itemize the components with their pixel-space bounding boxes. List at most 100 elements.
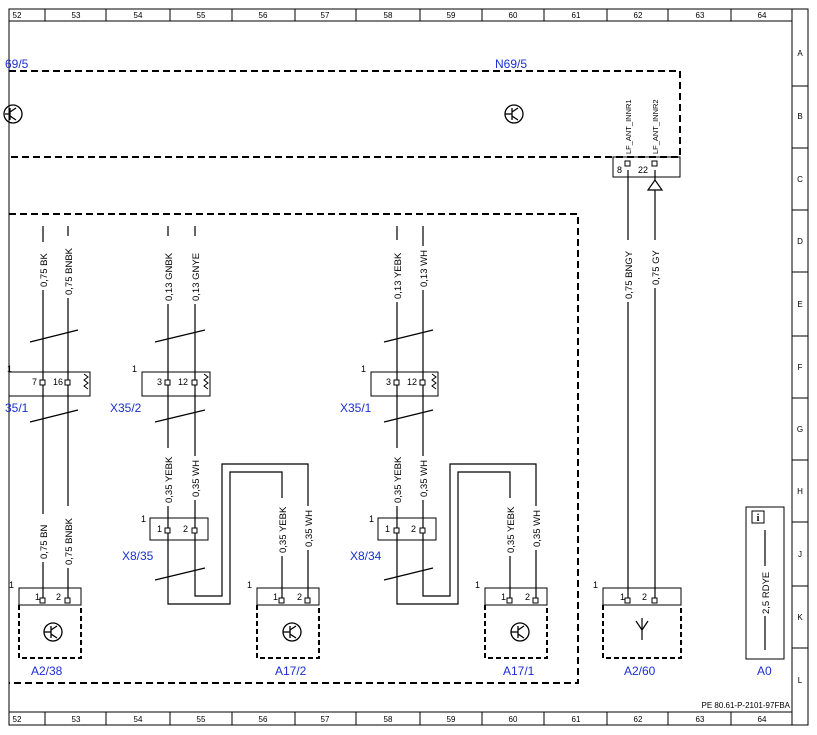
- pin-2: 2: [56, 592, 61, 602]
- col-label: 54: [134, 715, 143, 724]
- a17-1-label: A17/1: [503, 664, 535, 678]
- pin-1: 1: [620, 592, 625, 602]
- wire-label: 0,75 BN: [39, 525, 50, 559]
- pin-22: 22: [638, 165, 648, 175]
- pin-1: 1: [385, 524, 390, 534]
- pin-16: 16: [53, 377, 63, 387]
- pin-3: 3: [157, 377, 162, 387]
- a17-2-label: A17/2: [275, 664, 307, 678]
- row-label: G: [797, 425, 803, 434]
- antenna-icon: [635, 618, 649, 640]
- resistor-icons: [83, 373, 437, 390]
- pin-2: 2: [525, 592, 530, 602]
- col-label: 62: [634, 11, 643, 20]
- col-label: 58: [384, 11, 393, 20]
- col-label: 52: [13, 715, 22, 724]
- pin-2: 2: [411, 524, 416, 534]
- col-label: 62: [634, 715, 643, 724]
- a2-38-label: A2/38: [31, 664, 63, 678]
- info-icon: [751, 510, 765, 524]
- x8-35-label: X8/35: [122, 549, 154, 563]
- wire-label-backgrounds: [38, 236, 660, 568]
- wire-label: 0,35 WH: [532, 510, 543, 547]
- wire-label: 0,75 BNBK: [64, 517, 75, 565]
- col-label: 60: [509, 11, 518, 20]
- pin-12: 12: [407, 377, 417, 387]
- pin-1: 1: [273, 592, 278, 602]
- x35-2-label: X35/2: [110, 401, 142, 415]
- col-label: 60: [509, 715, 518, 724]
- connector-x35-1: [370, 371, 439, 397]
- pin-1: 1: [369, 514, 374, 524]
- pin-1: 1: [247, 580, 252, 590]
- wire-label: 0,35 WH: [304, 510, 315, 547]
- col-label: 52: [13, 11, 22, 20]
- wire-label: 0,35 WH: [191, 460, 202, 497]
- wire-label: 0,13 GNYE: [191, 253, 202, 301]
- connector-x8-35: [149, 517, 209, 541]
- col-label: 63: [696, 715, 705, 724]
- pin-2: 2: [297, 592, 302, 602]
- pin-1: 1: [9, 580, 14, 590]
- col-label: 55: [197, 11, 206, 20]
- row-label: K: [797, 613, 803, 622]
- col-label: 64: [758, 11, 767, 20]
- wire-label: 0,75 BNBK: [64, 247, 75, 295]
- control-unit-box: [9, 213, 579, 684]
- connector-x35-left: [9, 371, 91, 397]
- wire-label: 0,13 YEBK: [393, 252, 404, 299]
- connector-x35-2: [141, 371, 211, 397]
- a0-label: A0: [757, 664, 772, 678]
- pin-1: 1: [157, 524, 162, 534]
- wire-label: 0,13 GNBK: [164, 252, 175, 301]
- wire-label: 0,35 YEBK: [393, 456, 404, 503]
- connector-x8-34: [377, 517, 437, 541]
- wire-label: 0,75 BK: [39, 253, 50, 287]
- wire-label: 0,13 WH: [419, 250, 430, 287]
- pin-8: 8: [617, 165, 622, 175]
- info-icon-glyph: i: [757, 513, 760, 524]
- col-label: 61: [572, 715, 581, 724]
- col-label: 56: [259, 11, 268, 20]
- col-label: 64: [758, 715, 767, 724]
- col-label: 58: [384, 715, 393, 724]
- row-labels: A B C D E F G H J K L: [797, 49, 803, 685]
- x8-34-label: X8/34: [350, 549, 382, 563]
- pin-7: 7: [32, 377, 37, 387]
- a2-60-label: A2/60: [624, 664, 656, 678]
- pin-1: 1: [7, 364, 12, 374]
- row-label: C: [797, 175, 803, 184]
- transistor-icon-a2-38: [43, 622, 63, 642]
- col-label: 57: [321, 715, 330, 724]
- transistor-icon-a17-1: [510, 622, 530, 642]
- wire-label: 0,35 WH: [419, 460, 430, 497]
- transistor-icon-n69-5: [504, 104, 524, 124]
- row-label: E: [797, 300, 802, 309]
- row-label: D: [797, 237, 803, 246]
- col-label: 59: [447, 715, 456, 724]
- wires: [29, 170, 656, 605]
- pin-1: 1: [475, 580, 480, 590]
- transistor-icon-left: [3, 104, 23, 124]
- wire-label-25-rdye: 2,5 RDYE: [761, 572, 772, 614]
- pin-1: 1: [35, 592, 40, 602]
- n69-5-box: [9, 70, 681, 178]
- col-label: 56: [259, 715, 268, 724]
- row-label: B: [797, 112, 802, 121]
- n69-5-left-label: 69/5: [5, 57, 29, 71]
- direction-arrow-icon: [646, 178, 664, 191]
- wire-label: 0,75 BNGY: [624, 250, 635, 299]
- pin-1: 1: [132, 364, 137, 374]
- pin-1: 1: [593, 580, 598, 590]
- wire-label: 0,35 YEBK: [278, 506, 289, 553]
- x35-1-label: X35/1: [340, 401, 372, 415]
- col-label: 54: [134, 11, 143, 20]
- wire-label: 0,75 GY: [651, 249, 662, 285]
- signal-lf-ant-innr2: LF_ANT_INNR2: [651, 99, 660, 154]
- wire-label: 0,35 YEBK: [506, 506, 517, 553]
- col-label: 55: [197, 715, 206, 724]
- component-a17-1: [484, 587, 548, 659]
- row-label: J: [798, 550, 802, 559]
- bottom-pin-terminals: [39, 160, 658, 604]
